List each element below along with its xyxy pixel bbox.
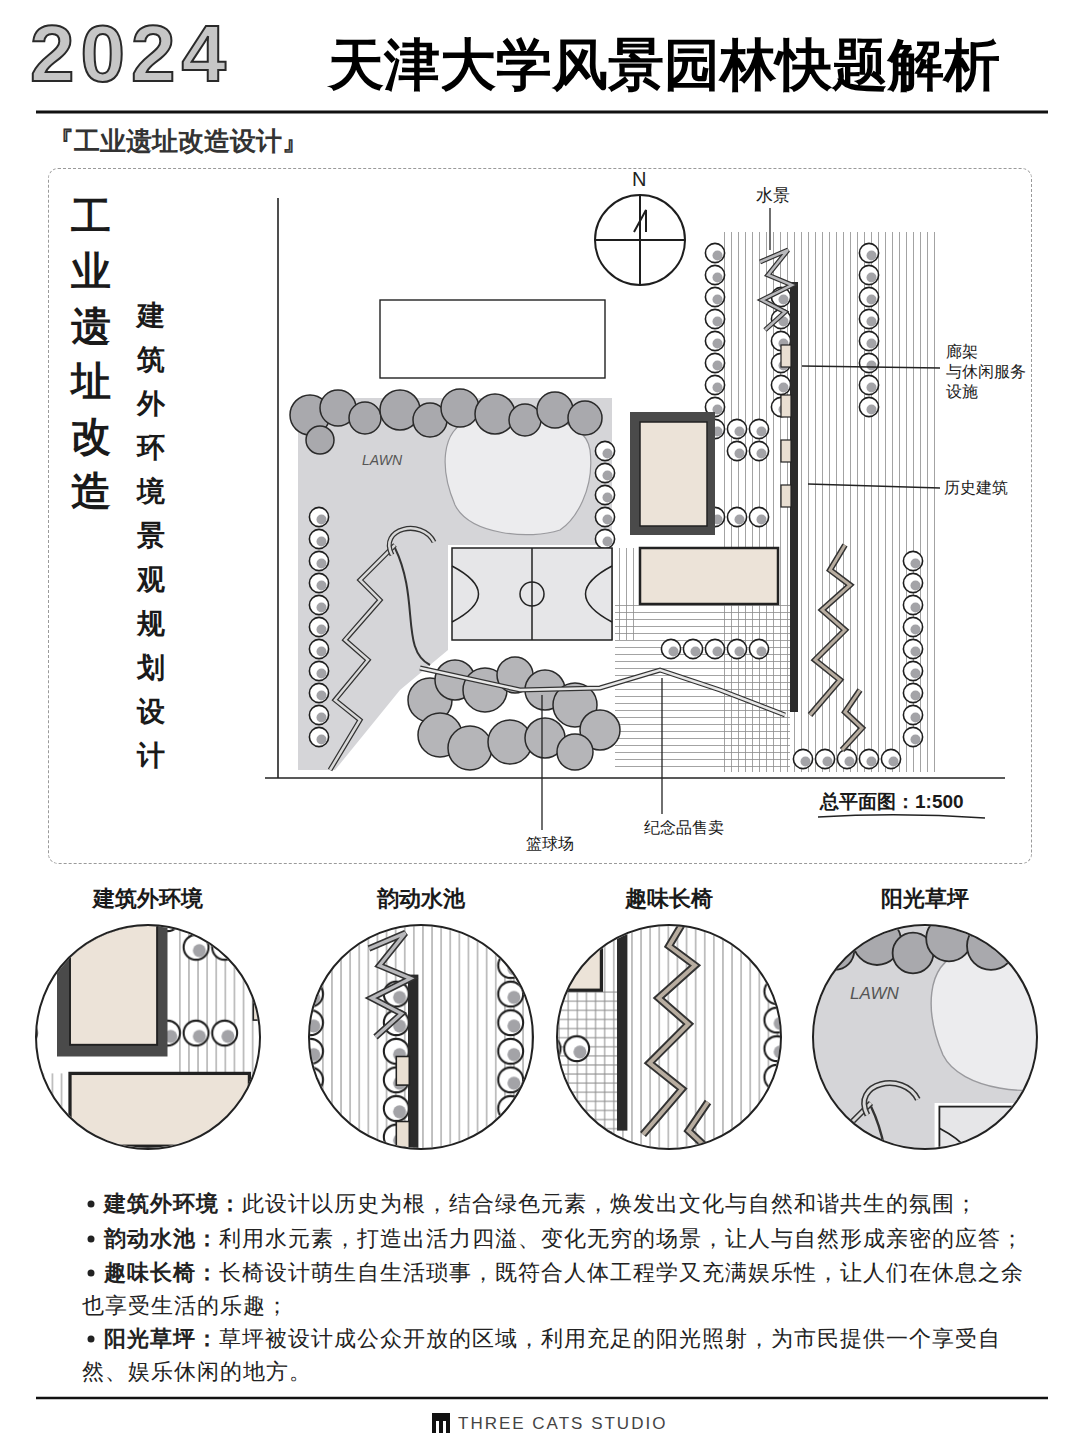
drawing-part [88,1336,95,1343]
subtitle: 『工业遗址改造设计』 [48,124,308,159]
year-mark: 2024 [30,14,232,94]
rule [36,1397,1048,1400]
drawing-part [802,366,940,368]
detail-circle: 韵动水池 [306,884,536,1156]
circle-heading: 韵动水池 [306,884,536,914]
circle-outline [33,884,263,1156]
item-body: 长椅设计萌生自生活琐事，既符合人体工程学又充满娱乐性，让人们在休息之余也享受生活… [82,1260,1024,1318]
circle-heading: 趣味长椅 [554,884,784,914]
circle-outline [810,884,1040,1156]
page-title: 天津大学风景园林快题解析 [328,28,1000,104]
bullet-item: 阳光草坪：草坪被设计成公众开放的区域，利用充足的阳光照射，为市民提供一个享受自然… [82,1322,1037,1388]
plan-label: 水景 [756,184,790,207]
circle-outline [36,925,260,1149]
circle-heading: 建筑外环境 [33,884,263,914]
drawing-part [432,1413,450,1433]
bullet-item: 建筑外环境：此设计以历史为根，结合绿色元素，焕发出文化与自然和谐共生的氛围； [82,1187,1037,1220]
circle-heading: 阳光草坪 [810,884,1040,914]
item-heading: 阳光草坪： [104,1326,219,1351]
bullet-dot [88,1201,95,1343]
leader-line [542,208,985,830]
drawing-part [769,208,770,250]
item-body: 此设计以历史为根，结合绿色元素，焕发出文化与自然和谐共生的氛围； [242,1191,978,1216]
circle-outline [306,884,536,1156]
plan-label: 历史建筑 [944,478,1008,499]
drawing-part [88,1270,95,1277]
rule [36,111,1048,114]
circle-outline [813,925,1037,1149]
circle-outline [557,925,781,1149]
circle-outline [309,925,533,1149]
drawing-part [88,1236,95,1243]
drawing-part [818,815,985,818]
drawing-part [661,678,662,814]
detail-view [0,862,687,1443]
drawing-part [541,695,542,830]
studio-credit: THREE CATS STUDIO [458,1414,667,1434]
scale-note: 总平面图：1:500 [820,789,964,815]
item-heading: 韵动水池： [104,1226,219,1251]
bullet-item: 韵动水池：利用水元素，打造出活力四溢、变化无穷的场景，让人与自然形成亲密的应答； [82,1222,1037,1255]
item-heading: 趣味长椅： [104,1260,219,1285]
drawing-part [808,484,940,488]
plan-label: 纪念品售卖 [644,818,724,839]
vertical-subtitle: 建筑外环境景观规划设计 [137,294,165,778]
plan-label: 篮球场 [526,834,574,855]
drawing-part [443,1421,446,1433]
drawing-part [88,1201,95,1208]
drawing-panel: 工业遗址改造建筑外环境景观规划设计 [48,168,1032,864]
studio-logo [432,1413,450,1433]
detail-circle: 阳光草坪 LAWN [810,884,1040,1156]
bullet-item: 趣味长椅：长椅设计萌生自生活琐事，既符合人体工程学又充满娱乐性，让人们在休息之余… [82,1256,1037,1322]
item-body: 利用水元素，打造出活力四溢、变化无穷的场景，让人与自然形成亲密的应答； [219,1226,1024,1251]
detail-circle: 趣味长椅 [554,884,784,1156]
item-heading: 建筑外环境： [104,1191,242,1216]
north-label: N [632,168,646,191]
detail-circle: 建筑外环境 [33,884,263,1156]
plan-label: 廊架 与休闲服务 设施 [946,342,1034,402]
circle-outline [554,884,784,1156]
site-plan [265,195,1005,778]
drawing-part [436,1421,439,1433]
drawing-part [0,862,687,1443]
lawn-label: LAWN [362,452,402,468]
detail-view [0,459,896,1217]
item-body: 草坪被设计成公众开放的区域，利用充足的阳光照射，为市民提供一个享受自然、娱乐休闲… [82,1326,1001,1384]
drawing-part [0,459,896,1217]
vertical-title: 工业遗址改造 [71,189,111,519]
lawn-label: LAWN [850,984,899,1004]
